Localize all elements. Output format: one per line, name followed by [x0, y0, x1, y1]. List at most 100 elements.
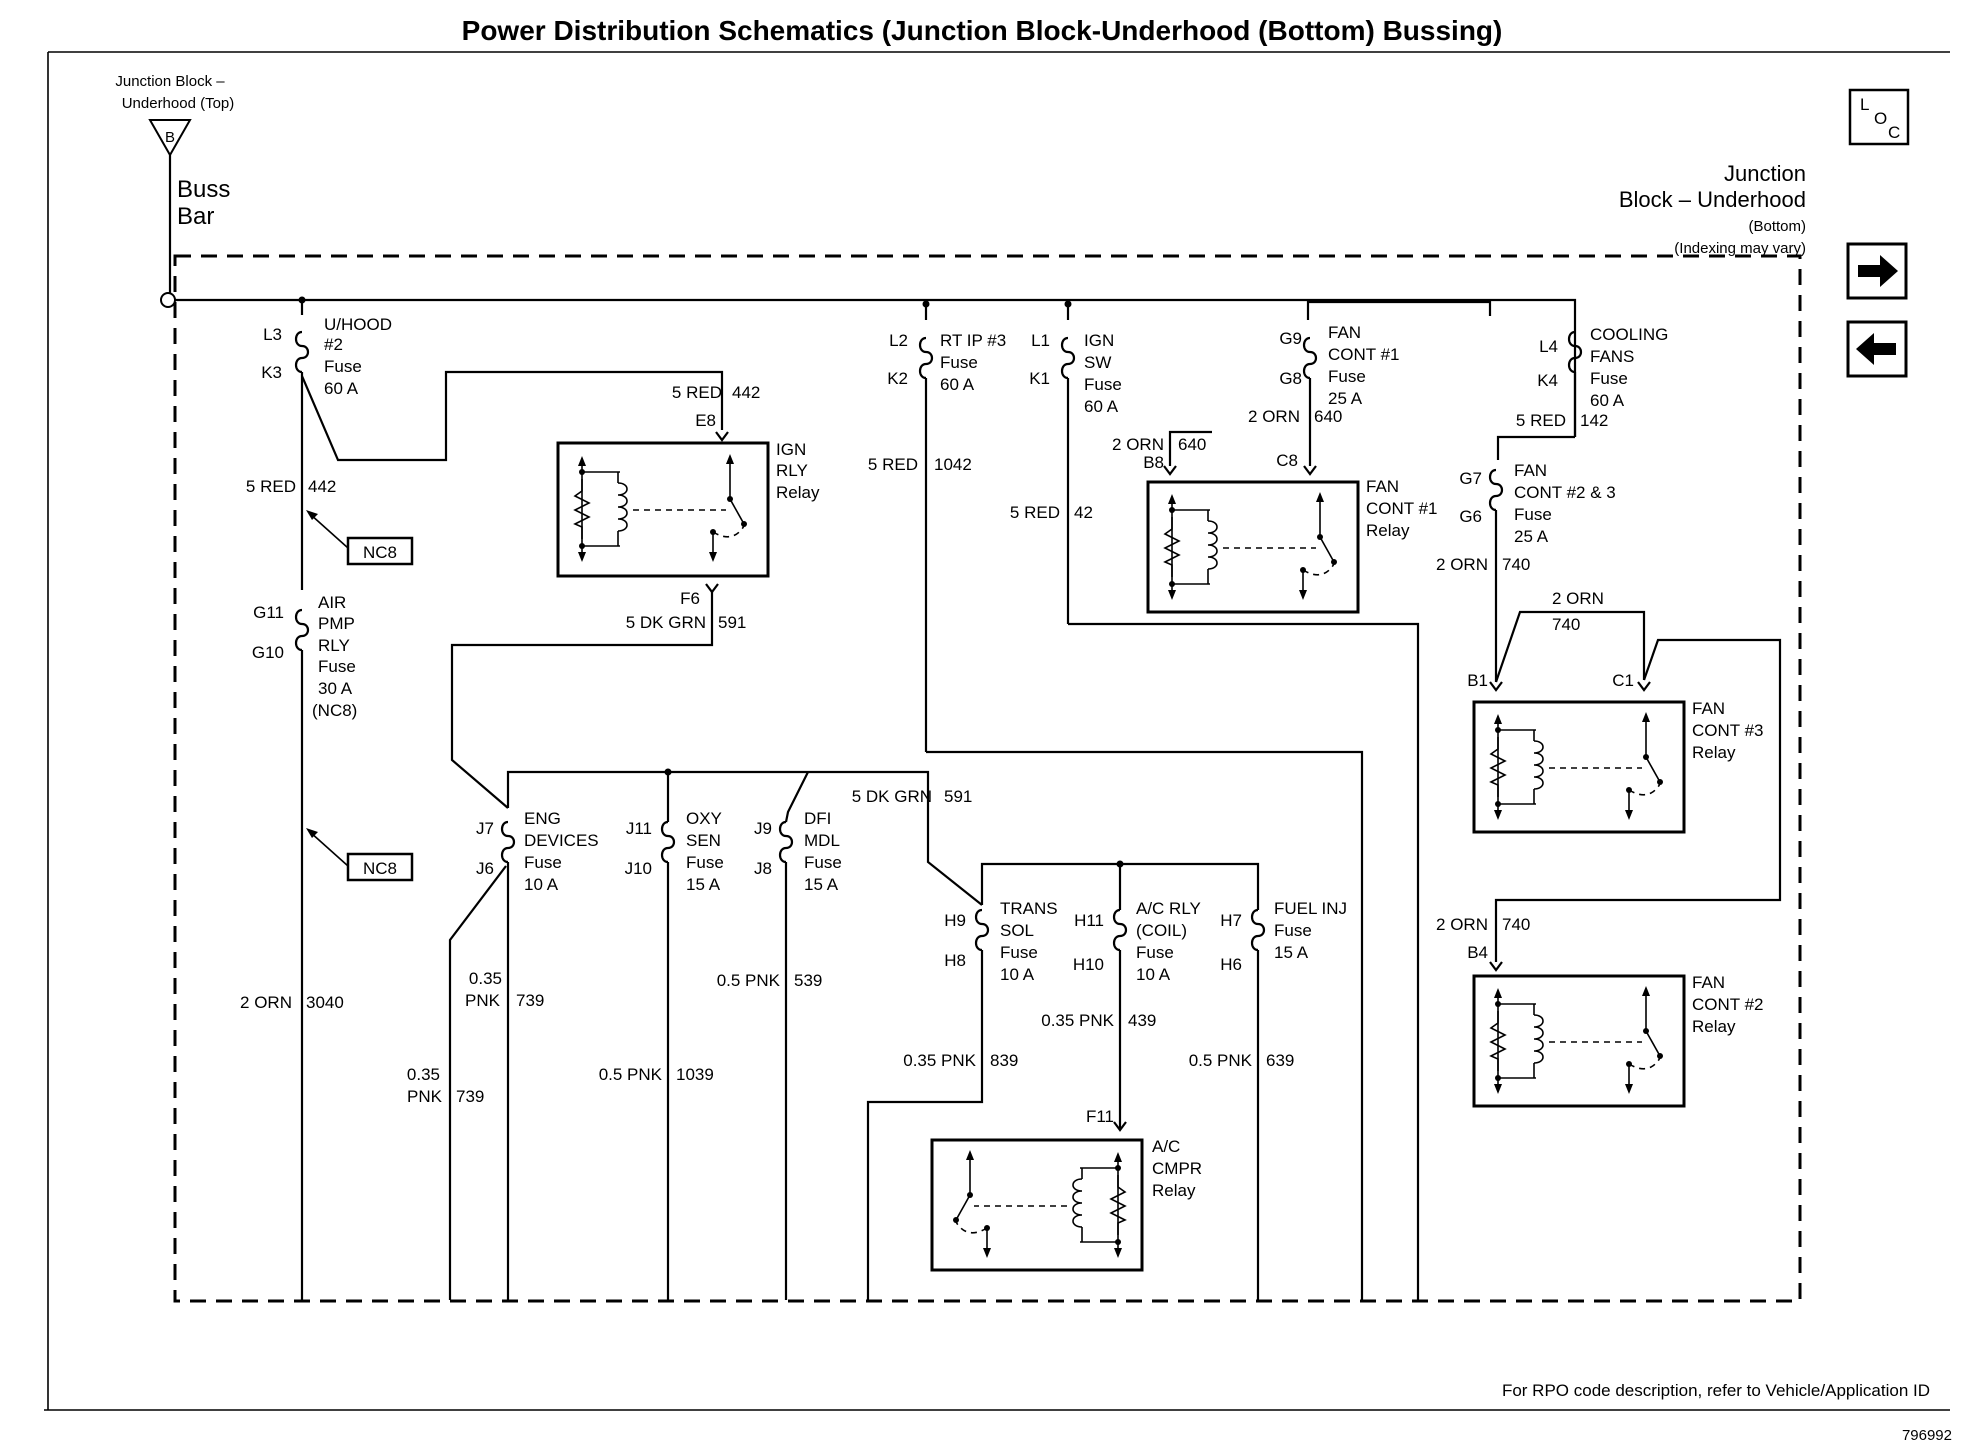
wire-circuit: 591: [718, 613, 746, 632]
pin-label: B1: [1467, 671, 1488, 690]
arrow-right-icon: [1858, 255, 1898, 287]
wire-circuit: 439: [1128, 1011, 1156, 1030]
fuse-text: AIR: [318, 593, 346, 612]
fuse-text: 25 A: [1514, 527, 1549, 546]
wire-gauge: 0.35 PNK: [903, 1051, 976, 1070]
fuse-text: 30 A: [318, 679, 353, 698]
block-label-line1: Junction: [1724, 161, 1806, 186]
wire-circuit: 640: [1178, 435, 1206, 454]
pin-label: K3: [261, 363, 282, 382]
pin-label: G11: [253, 603, 284, 622]
fan-cont-2-relay: [1472, 974, 1686, 1108]
pin-label: K4: [1537, 371, 1558, 390]
relay-text: FAN: [1692, 973, 1725, 992]
relay-text: CONT #1: [1366, 499, 1438, 518]
pin-label: F6: [680, 589, 700, 608]
relay-text: Relay: [1152, 1181, 1196, 1200]
fuse-text: CONT #2 & 3: [1514, 483, 1616, 502]
fuse-text: 15 A: [686, 875, 721, 894]
pin-label: L4: [1539, 337, 1558, 356]
fuse-text: 60 A: [940, 375, 975, 394]
previous-page-button[interactable]: [1846, 320, 1908, 378]
wire-gauge: 2 ORN: [1248, 407, 1300, 426]
footer-note: For RPO code description, refer to Vehic…: [1502, 1381, 1930, 1400]
fuse-text: DFI: [804, 809, 831, 828]
nc8-tag: NC8: [363, 859, 397, 878]
figure-number: 796992: [1902, 1427, 1952, 1444]
wire-gauge: 0.5 PNK: [599, 1065, 663, 1084]
nc8-tag: NC8: [363, 543, 397, 562]
fuse-text: Fuse: [804, 853, 842, 872]
fuse-text: Fuse: [1328, 367, 1366, 386]
fuse-text: Fuse: [1514, 505, 1552, 524]
pin-label: J10: [625, 859, 652, 878]
wire-gauge: 2 ORN: [1436, 915, 1488, 934]
fuse-text: 15 A: [1274, 943, 1309, 962]
wire-circuit: 591: [944, 787, 972, 806]
wire-circuit: 640: [1314, 407, 1342, 426]
fuse-text: A/C RLY: [1136, 899, 1201, 918]
loc-c: C: [1888, 123, 1900, 142]
wire-circuit: 739: [456, 1087, 484, 1106]
pin-label: K2: [887, 369, 908, 388]
ac-cmpr-relay: [930, 1138, 1144, 1272]
wire-gauge: 0.35: [407, 1065, 440, 1084]
pin-label: E8: [695, 411, 716, 430]
wire-gauge: 0.35: [469, 969, 502, 988]
fuse-text: 60 A: [1590, 391, 1625, 410]
pin-label: K1: [1029, 369, 1050, 388]
fuse-text: PMP: [318, 614, 355, 633]
location-button[interactable]: L O C: [1848, 88, 1910, 146]
wire-circuit: 740: [1502, 555, 1530, 574]
fuse-text: FANS: [1590, 347, 1634, 366]
pin-label: F11: [1086, 1107, 1114, 1126]
fuse-text: IGN: [1084, 331, 1114, 350]
loc-l: L: [1860, 95, 1869, 114]
wire-gauge: 0.5 PNK: [1189, 1051, 1253, 1070]
fuse-label-uhood: U/HOOD #2 Fuse 60 A: [324, 315, 392, 398]
fuse-text: 10 A: [1000, 965, 1035, 984]
wire-circuit: 142: [1580, 411, 1608, 430]
fuse-text: Fuse: [686, 853, 724, 872]
fuse-text: 60 A: [324, 379, 359, 398]
next-page-button[interactable]: [1846, 242, 1908, 300]
wire-gauge: 2 ORN: [1112, 435, 1164, 454]
ign-relay: [556, 441, 770, 578]
fuse-text: Fuse: [318, 657, 356, 676]
wire-circuit: 740: [1502, 915, 1530, 934]
page-title: Power Distribution Schematics (Junction …: [462, 15, 1503, 46]
fuse-label-air-pmp: AIR PMP RLY Fuse 30 A (NC8): [312, 593, 357, 720]
wire-gauge: 2 ORN: [1436, 555, 1488, 574]
relay-text: RLY: [776, 461, 808, 480]
fuse-text: 25 A: [1328, 389, 1363, 408]
arrow-left-icon: [1856, 333, 1896, 365]
relay-text: A/C: [1152, 1137, 1180, 1156]
fuse-text: FAN: [1328, 323, 1361, 342]
pin-label: B8: [1143, 453, 1164, 472]
wire-gauge: 5 RED: [1010, 503, 1060, 522]
pin-label: H8: [944, 951, 966, 970]
pin-label: H6: [1220, 955, 1242, 974]
pin-label: H11: [1074, 911, 1104, 930]
pin-label: G9: [1279, 329, 1302, 348]
wire-circuit: 539: [794, 971, 822, 990]
pin-label: H10: [1073, 955, 1104, 974]
wire-gauge: 5 RED: [672, 383, 722, 402]
wire-gauge: 0.5 PNK: [717, 971, 781, 990]
wire-circuit: 739: [516, 991, 544, 1010]
pin-label: J7: [476, 819, 494, 838]
pin-label: L2: [889, 331, 908, 350]
fuse-text: CONT #1: [1328, 345, 1400, 364]
junction-block-boundary: [173, 254, 1802, 1303]
fuse-text: U/HOOD: [324, 315, 392, 334]
wire-gauge: 0.35 PNK: [1041, 1011, 1114, 1030]
fuse-text: COOLING: [1590, 325, 1668, 344]
block-label-line3: (Bottom): [1748, 218, 1806, 235]
wire-circuit: 442: [732, 383, 760, 402]
pin-label: J6: [476, 859, 494, 878]
wire-gauge: 2 ORN: [1552, 589, 1604, 608]
pin-label: G7: [1459, 469, 1482, 488]
fuse-text: MDL: [804, 831, 840, 850]
top-ref-connector: B: [165, 129, 175, 146]
